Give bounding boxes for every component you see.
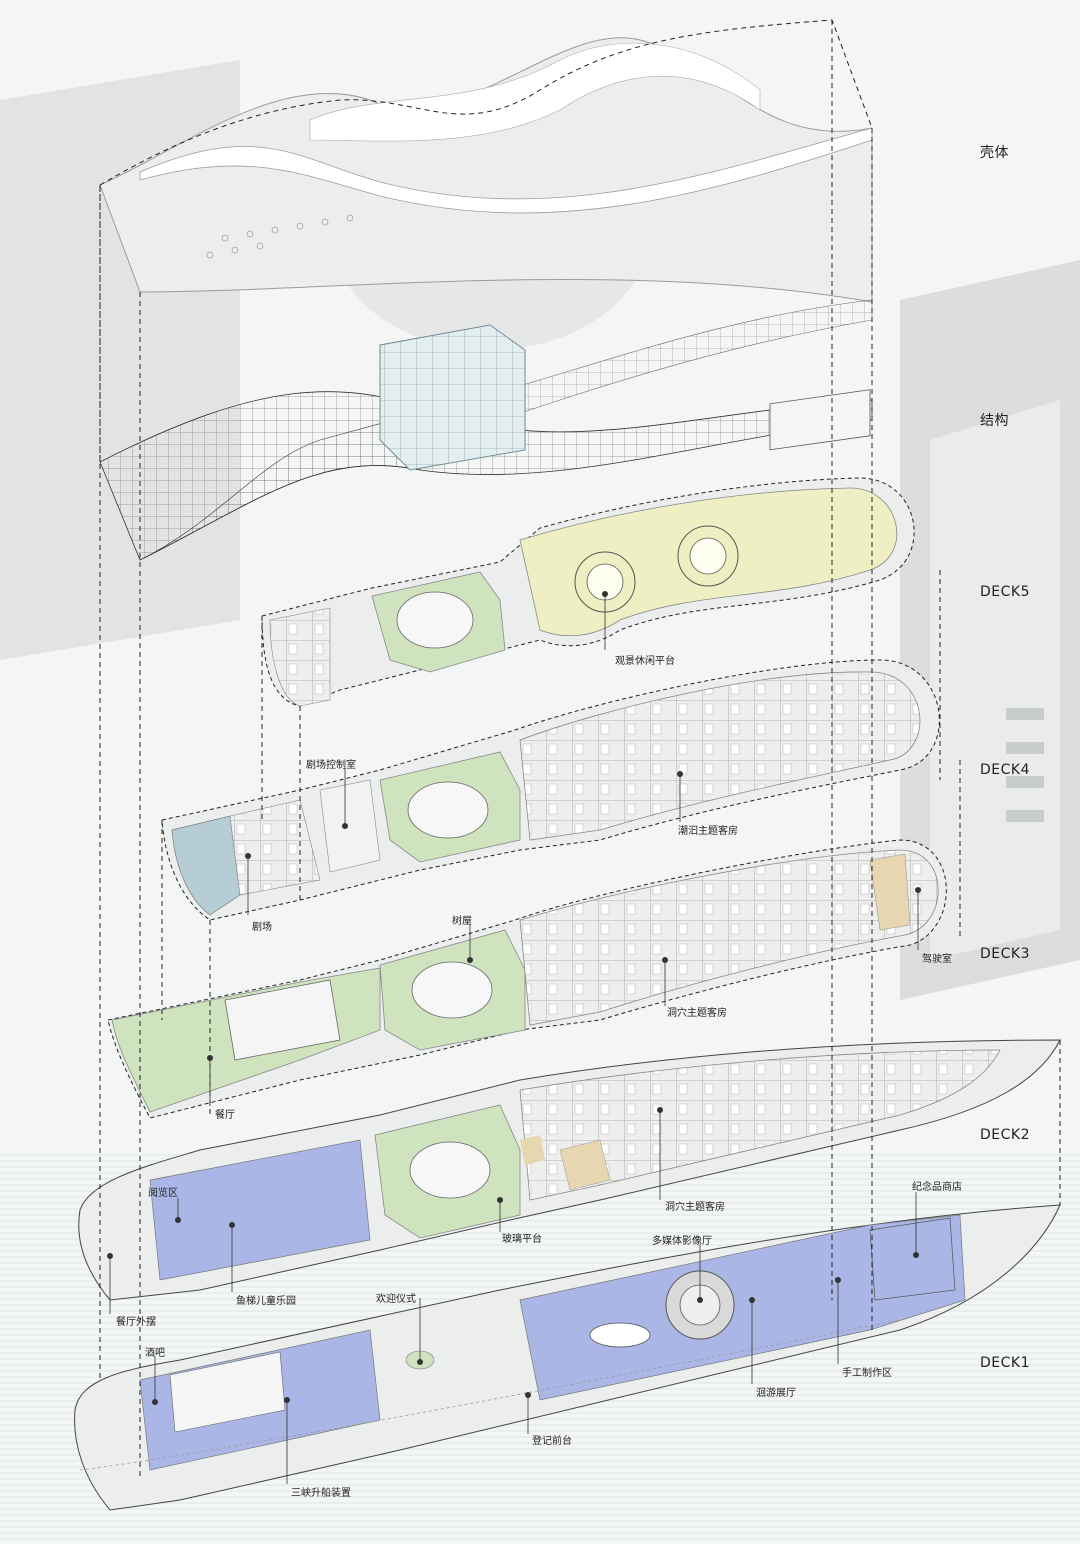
callout-souvenir-shop: 纪念品商店 — [912, 1182, 962, 1193]
callout-leaders — [109, 594, 919, 1484]
callout-deck4-guest-rooms: 潮汩主题客房 — [678, 826, 738, 837]
callout-ship-lift-device: 三峡升船装置 — [291, 1488, 351, 1499]
callout-craft-workshop: 手工制作区 — [842, 1368, 892, 1379]
structure-layer — [99, 299, 873, 561]
callout-viewing-platform: 观景休闲平台 — [615, 656, 675, 667]
deck3-floor — [107, 839, 947, 1119]
shell-layer — [99, 37, 873, 303]
callout-dots — [107, 591, 921, 1405]
layer-label-shell: 壳体 — [980, 145, 1009, 161]
layer-label-structure: 结构 — [980, 413, 1009, 429]
projection-lines — [99, 19, 1061, 1480]
callout-welcome-ceremony: 欢迎仪式 — [376, 1294, 416, 1305]
layer-label-deck1: DECK1 — [980, 1355, 1030, 1371]
callout-theater-control-room: 剧场控制室 — [306, 760, 356, 771]
callout-bar: 酒吧 — [145, 1348, 165, 1359]
callout-fish-ladder-playground: 鱼梯儿童乐园 — [236, 1296, 296, 1307]
callout-deck3-guest-rooms: 洞穴主题客房 — [667, 1008, 727, 1019]
callout-reading-area: 阅览区 — [148, 1188, 178, 1199]
deck2-floor — [78, 1039, 1061, 1301]
deck5-floor — [261, 389, 915, 707]
callout-theater: 剧场 — [252, 922, 272, 933]
layer-label-deck4: DECK4 — [980, 762, 1030, 778]
callout-multimedia-hall: 多媒体影像厅 — [652, 1236, 712, 1247]
layer-label-deck2: DECK2 — [980, 1127, 1030, 1143]
callout-outdoor-dining: 餐厅外摆 — [116, 1317, 156, 1328]
layer-label-deck5: DECK5 — [980, 584, 1030, 600]
callout-bridge: 驾驶室 — [922, 954, 952, 965]
deck4-floor — [161, 659, 940, 921]
callout-deck2-guest-rooms: 洞穴主题客房 — [665, 1202, 725, 1213]
callout-restaurant: 餐厅 — [215, 1110, 235, 1121]
callout-glass-platform: 玻璃平台 — [502, 1234, 542, 1245]
layer-label-deck3: DECK3 — [980, 946, 1030, 962]
callout-registration-desk: 登记前台 — [532, 1436, 572, 1447]
callout-tree-house: 树屋 — [452, 916, 472, 927]
callout-migration-gallery: 洄游展厅 — [756, 1388, 796, 1399]
